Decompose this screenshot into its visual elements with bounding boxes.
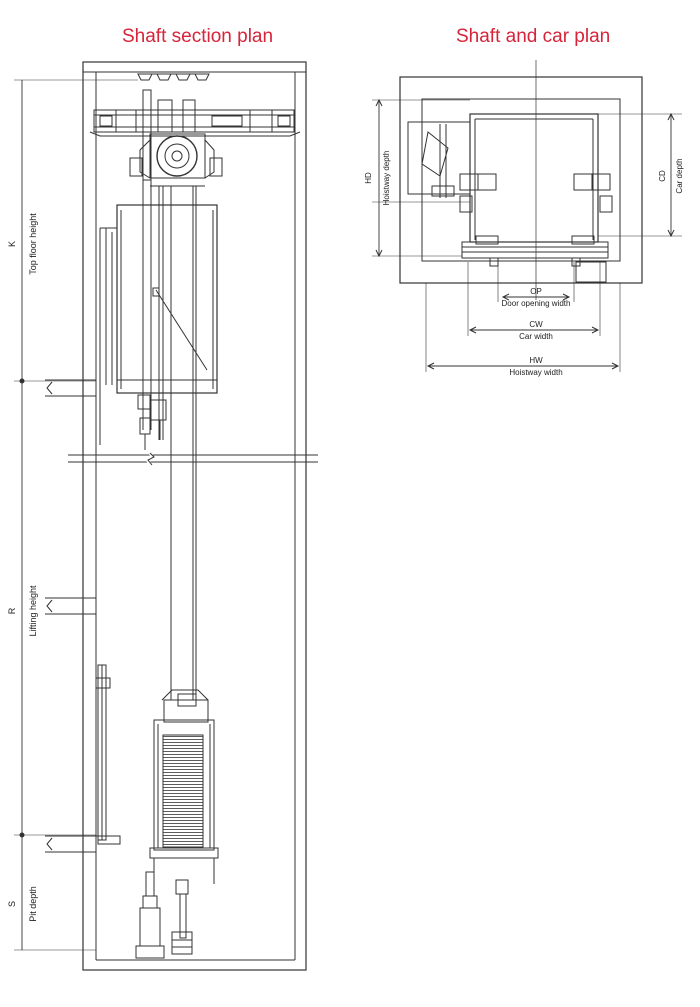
section-plan-title: Shaft section plan xyxy=(122,26,274,47)
car-bottom-equipment xyxy=(137,394,167,450)
hw-dimension-code: HW xyxy=(529,356,543,365)
car-width-label: Car width xyxy=(519,332,553,341)
hoistway-depth-label: Hoistway depth xyxy=(382,151,391,206)
r-dimension-code: R xyxy=(7,607,17,614)
counterweight xyxy=(149,689,219,884)
op-dimension-code: OP xyxy=(530,287,542,296)
car-plan-drawing xyxy=(372,60,682,372)
break-lines xyxy=(68,452,318,466)
elevator-car xyxy=(99,204,218,394)
hoistway-outline xyxy=(82,61,307,971)
landing-door xyxy=(95,664,111,841)
cw-dimension-code: CW xyxy=(529,320,543,329)
plan-hoistway-outline xyxy=(399,76,643,284)
hoistway-width-label: Hoistway width xyxy=(509,368,562,377)
car-plan-title: Shaft and car plan xyxy=(456,26,611,47)
traction-machine xyxy=(129,89,223,187)
car-depth-label: Car depth xyxy=(675,158,684,193)
door-opening-width-label: Door opening width xyxy=(502,299,571,308)
shaft-section-drawing xyxy=(14,61,318,971)
k-dimension-code: K xyxy=(7,241,17,247)
hd-dimension-code: HD xyxy=(364,172,373,184)
pit-buffers xyxy=(135,871,193,959)
lifting-height-label: Lifting height xyxy=(28,585,38,637)
cd-dimension-code: CD xyxy=(658,170,667,182)
guide-rails-and-ropes xyxy=(142,180,197,700)
top-floor-height-label: Top floor height xyxy=(28,213,38,275)
rope-hitch-blocks xyxy=(137,73,210,81)
s-dimension-code: S xyxy=(7,901,17,907)
pit-depth-label: Pit depth xyxy=(28,886,38,922)
section-dimensions xyxy=(14,79,138,951)
machine-beam xyxy=(89,109,301,137)
plan-car xyxy=(469,113,599,243)
